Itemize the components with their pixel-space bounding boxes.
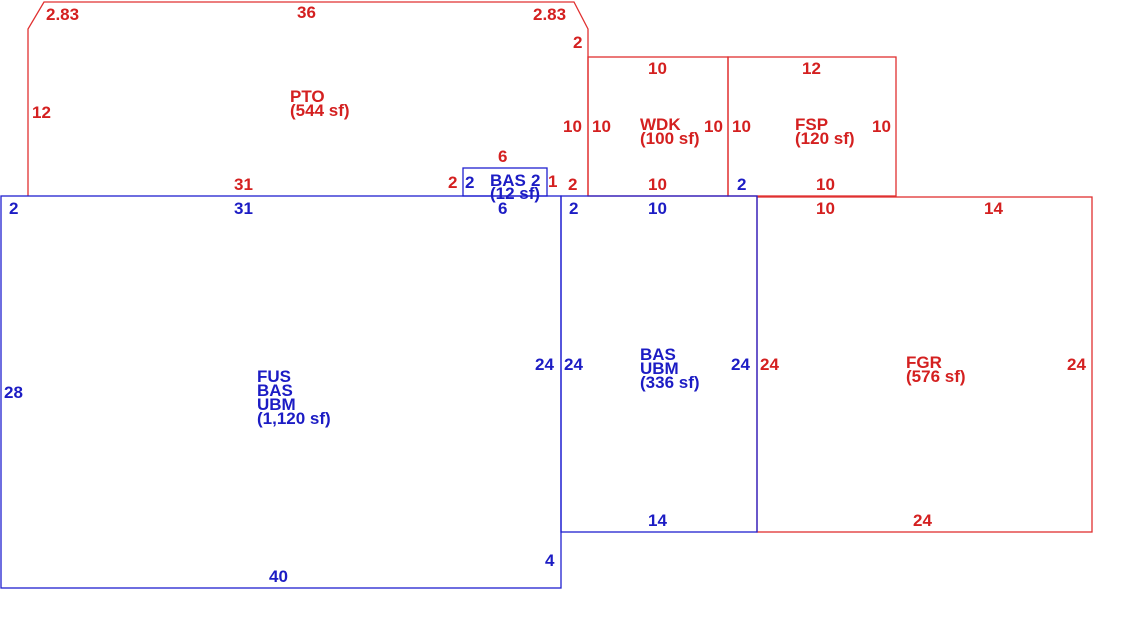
dim-label: 4 bbox=[545, 551, 555, 570]
dim-label: 10 bbox=[704, 117, 723, 136]
dim-label: 10 bbox=[563, 117, 582, 136]
dim-label: 1 bbox=[548, 172, 557, 191]
bas-small-outline bbox=[462, 167, 548, 197]
dim-label: 24 bbox=[564, 355, 583, 374]
dim-label: 10 bbox=[816, 199, 835, 218]
bas-small-area-label: (12 sf) bbox=[490, 184, 540, 203]
dim-label: 14 bbox=[648, 511, 667, 530]
dim-label: 31 bbox=[234, 175, 253, 194]
main-code-label-2: BAS bbox=[257, 381, 293, 400]
dim-label: 10 bbox=[816, 175, 835, 194]
dim-label: 2 bbox=[568, 175, 577, 194]
main-code-label-3: UBM bbox=[257, 395, 296, 414]
mid-outline bbox=[560, 195, 758, 533]
dim-label: 10 bbox=[648, 59, 667, 78]
wdk-code-label: WDK bbox=[640, 115, 681, 134]
dim-label: 31 bbox=[234, 199, 253, 218]
fsp-outline bbox=[727, 56, 897, 197]
dim-label: 2 bbox=[573, 33, 582, 52]
main-code-label-1: FUS bbox=[257, 367, 291, 386]
wdk-area-label: (100 sf) bbox=[640, 129, 700, 148]
mid-code-label-1: BAS bbox=[640, 345, 676, 364]
mid-area-label: (336 sf) bbox=[640, 373, 700, 392]
dim-label: 2 bbox=[737, 175, 746, 194]
bas-small-code-label: BAS bbox=[490, 171, 526, 190]
dim-label: 28 bbox=[4, 383, 23, 402]
fsp-code-label: FSP bbox=[795, 115, 828, 134]
dim-label: 40 bbox=[269, 567, 288, 586]
dim-label: 2.83 bbox=[533, 5, 566, 24]
dim-label: 12 bbox=[32, 103, 51, 122]
dim-label: 24 bbox=[1067, 355, 1086, 374]
dim-label: 2 bbox=[448, 173, 457, 192]
dim-label: 2 bbox=[465, 173, 474, 192]
dim-label: 10 bbox=[732, 117, 751, 136]
mid-code-label-2: UBM bbox=[640, 359, 679, 378]
fsp-area-label: (120 sf) bbox=[795, 129, 855, 148]
fgr-area-label: (576 sf) bbox=[906, 367, 966, 386]
fgr-code-label: FGR bbox=[906, 353, 942, 372]
dim-label: 10 bbox=[648, 199, 667, 218]
dim-label: 24 bbox=[731, 355, 750, 374]
dim-label: 14 bbox=[984, 199, 1003, 218]
dim-label: 24 bbox=[913, 511, 932, 530]
dim-label: 10 bbox=[592, 117, 611, 136]
dim-label: 36 bbox=[297, 3, 316, 22]
dim-label: 12 bbox=[802, 59, 821, 78]
dim-label: 2 bbox=[569, 199, 578, 218]
dim-label: 2 bbox=[9, 199, 18, 218]
dim-label: 10 bbox=[872, 117, 891, 136]
pto-code-label: PTO bbox=[290, 87, 325, 106]
dim-label: 6 bbox=[498, 199, 507, 218]
pto-area-label: (544 sf) bbox=[290, 101, 350, 120]
dim-label: 2 bbox=[531, 171, 540, 190]
dim-label: 2.83 bbox=[46, 5, 79, 24]
dim-label: 10 bbox=[648, 175, 667, 194]
dim-label: 24 bbox=[760, 355, 779, 374]
dim-label: 6 bbox=[498, 147, 507, 166]
dim-label: 24 bbox=[535, 355, 554, 374]
main-area-label: (1,120 sf) bbox=[257, 409, 331, 428]
